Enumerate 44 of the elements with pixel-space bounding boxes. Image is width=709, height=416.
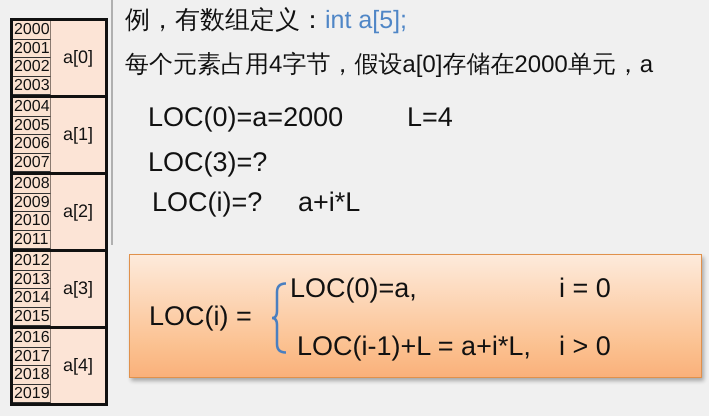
- formula-panel: [129, 254, 702, 378]
- memory-address: 2018: [13, 366, 51, 384]
- memory-address: 2012: [13, 252, 51, 270]
- element-name: a[0]: [62, 47, 94, 69]
- element-name: a[3]: [62, 278, 94, 300]
- formula-text: i = 0: [559, 272, 611, 304]
- array-element-block: [10, 326, 108, 406]
- memory-address: 2019: [13, 384, 51, 403]
- memory-address: 2005: [13, 116, 51, 135]
- memory-address: 2000: [13, 21, 51, 40]
- memory-address: 2003: [13, 76, 51, 95]
- memory-address: 2011: [13, 230, 51, 249]
- array-element-block: [10, 249, 108, 329]
- memory-address: 2008: [13, 175, 51, 194]
- memory-address: 2013: [13, 270, 51, 289]
- code-text: int a[5];: [325, 5, 407, 35]
- memory-address: 2007: [13, 154, 51, 172]
- element-name: a[4]: [62, 355, 94, 377]
- formula-text: LOC(i) =: [149, 300, 252, 332]
- element-name: a[2]: [62, 201, 94, 223]
- memory-address: 2010: [13, 212, 51, 230]
- formula-text: LOC(0)=a,: [290, 272, 417, 304]
- formula-text: LOC(0)=a=2000: [148, 101, 344, 134]
- array-element-block: [10, 172, 108, 252]
- description-text: 每个元素占用4字节，假设a[0]存储在2000单元，a: [125, 51, 654, 80]
- formula-text: LOC(i)=?: [152, 186, 262, 218]
- formula-text: i > 0: [559, 330, 611, 362]
- memory-address: 2002: [13, 58, 51, 76]
- memory-address: 2009: [13, 194, 51, 212]
- formula-text: LOC(i-1)+L = a+i*L,: [297, 330, 531, 362]
- memory-address: 2004: [13, 98, 51, 116]
- memory-address: 2014: [13, 289, 51, 308]
- memory-address: 2006: [13, 135, 51, 154]
- memory-address: 2001: [13, 40, 51, 58]
- memory-address: 2016: [13, 329, 51, 348]
- example-text: 例，有数组定义：: [125, 5, 325, 35]
- memory-address: 2017: [13, 348, 51, 366]
- array-element-block: [10, 18, 108, 98]
- array-element-block: [10, 95, 108, 175]
- formula-text: a+i*L: [298, 186, 360, 218]
- formula-text: LOC(3)=?: [148, 146, 268, 178]
- element-name: a[1]: [62, 124, 94, 146]
- memory-address: 2015: [13, 308, 51, 326]
- formula-text: L=4: [407, 101, 453, 134]
